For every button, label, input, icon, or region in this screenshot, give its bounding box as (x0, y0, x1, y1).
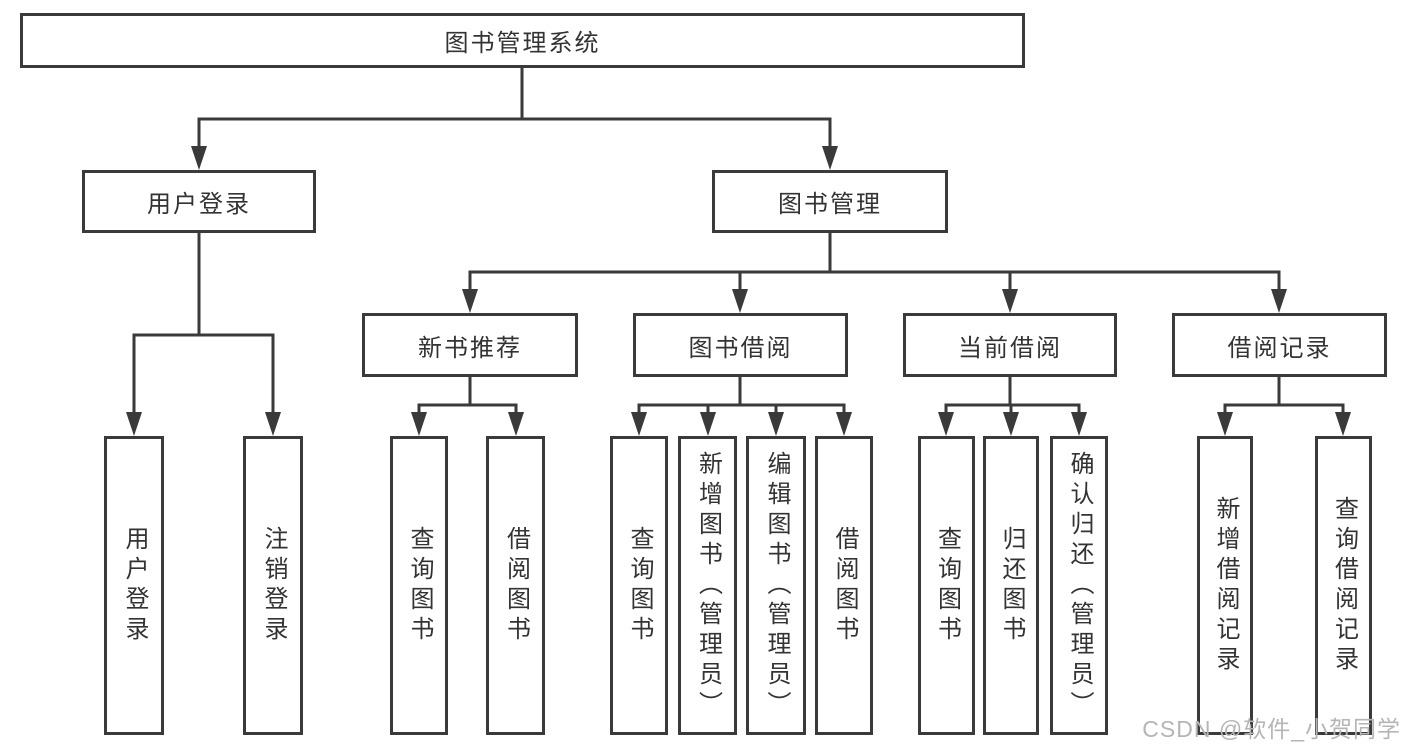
connector-borrow-to-leaves (637, 375, 846, 414)
node-label: 图书借阅 (688, 334, 793, 362)
arrow-down-icon (836, 412, 852, 436)
node-label: 确认归还（管理员） (1066, 450, 1093, 721)
arrow-down-icon (1217, 412, 1233, 436)
node-label: 新增图书（管理员） (694, 450, 722, 721)
arrow-down-icon (1002, 289, 1018, 313)
node-label: 借阅记录 (1227, 334, 1332, 362)
arrow-down-icon (1003, 412, 1019, 436)
arrow-down-icon (191, 146, 207, 170)
leaf-confirm-return-admin: 确认归还（管理员） (1050, 436, 1108, 735)
arrow-down-icon (631, 412, 647, 436)
arrow-down-icon (700, 412, 716, 436)
node-label: 用户登录 (121, 525, 148, 646)
connector-rec-to-leaves (417, 375, 518, 414)
arrow-down-icon (732, 289, 748, 313)
leaf-borrow-books: 借阅图书 (486, 436, 545, 735)
leaf-user-login: 用户登录 (104, 436, 164, 735)
leaf-add-borrow-record: 新增借阅记录 (1197, 436, 1253, 735)
node-label: 图书管理系统 (444, 30, 601, 57)
arrow-down-icon (126, 412, 142, 436)
leaf-edit-book-admin: 编辑图书（管理员） (746, 436, 806, 735)
arrow-down-icon (1335, 412, 1351, 436)
connector-mgmt-to-level2 (468, 231, 1281, 291)
leaf-borrow-books: 借阅图书 (815, 436, 873, 735)
node-new-book-recommend: 新书推荐 (362, 313, 578, 377)
leaf-query-books: 查询图书 (390, 436, 448, 735)
node-label: 图书管理 (778, 191, 882, 218)
node-label: 用户登录 (147, 191, 251, 218)
node-label: 新增借阅记录 (1212, 495, 1239, 676)
leaf-query-borrow-record: 查询借阅记录 (1315, 436, 1372, 735)
arrow-down-icon (822, 146, 838, 170)
leaf-return-book: 归还图书 (983, 436, 1039, 735)
node-label: 查询借阅记录 (1330, 495, 1358, 676)
leaf-query-books: 查询图书 (610, 436, 668, 735)
node-label: 查询图书 (406, 525, 433, 646)
node-label: 借阅图书 (502, 525, 530, 646)
leaf-logout: 注销登录 (243, 436, 303, 735)
csdn-watermark: CSDN @软件_小贺同学 (1142, 716, 1401, 742)
node-label: 注销登录 (260, 525, 287, 646)
node-label: 借阅图书 (831, 525, 858, 646)
node-label: 当前借阅 (958, 334, 1062, 362)
arrow-down-icon (1071, 412, 1087, 436)
node-book-management: 图书管理 (712, 170, 948, 233)
leaf-add-book-admin: 新增图书（管理员） (678, 436, 737, 735)
arrow-down-icon (768, 412, 784, 436)
node-borrowing-records: 借阅记录 (1172, 313, 1387, 377)
node-label: 新书推荐 (418, 334, 522, 362)
connector-records-to-leaves (1223, 375, 1345, 414)
node-current-borrowing: 当前借阅 (903, 313, 1117, 377)
node-label: 查询图书 (933, 525, 961, 646)
node-library-management-system: 图书管理系统 (20, 13, 1025, 68)
connector-login-to-leaves (132, 231, 275, 414)
node-book-borrowing: 图书借阅 (633, 313, 848, 377)
node-label: 查询图书 (626, 525, 653, 646)
node-user-login: 用户登录 (82, 170, 316, 233)
arrow-down-icon (462, 289, 478, 313)
arrow-down-icon (265, 412, 281, 436)
node-label: 归还图书 (998, 525, 1025, 646)
arrowheads (126, 146, 1351, 436)
leaf-query-books: 查询图书 (918, 436, 975, 735)
arrow-down-icon (938, 412, 954, 436)
arrow-down-icon (508, 412, 524, 436)
arrow-down-icon (411, 412, 427, 436)
node-label: 编辑图书（管理员） (763, 450, 790, 721)
arrow-down-icon (1271, 289, 1287, 313)
connector-current-to-leaves (944, 375, 1081, 414)
connector-root-to-level1 (197, 66, 832, 148)
